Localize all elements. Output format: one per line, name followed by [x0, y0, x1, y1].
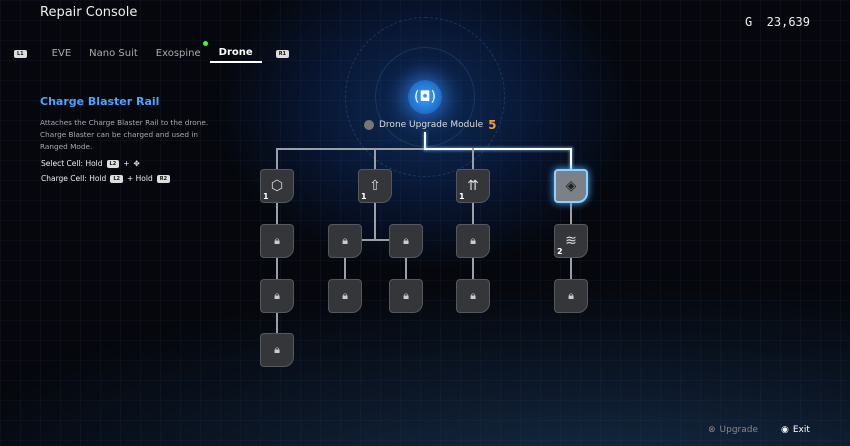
- control-label: Charge Cell: Hold: [41, 174, 107, 183]
- plus-label: +: [123, 159, 130, 168]
- upgrade-node-hex-key[interactable]: ⬡1: [260, 169, 294, 203]
- dpad-icon: ✥: [133, 159, 140, 168]
- new-indicator: [202, 41, 208, 46]
- upgrade-node-locked[interactable]: 🔒︎: [456, 224, 490, 258]
- cross-button-icon: ⊗: [708, 425, 716, 435]
- decor-ring: [345, 17, 505, 177]
- tab-nano-suit[interactable]: Nano Suit: [89, 48, 138, 59]
- tab-eve[interactable]: EVE: [51, 48, 72, 59]
- upgrade-node-locked[interactable]: 🔒︎: [554, 279, 588, 313]
- multi-missile-icon: ⇈: [467, 178, 479, 194]
- connector: [424, 148, 572, 150]
- currency-value: 23,639: [766, 15, 810, 29]
- connector: [570, 148, 572, 170]
- node-level: 2: [557, 247, 563, 256]
- lock-icon: 🔒︎: [274, 234, 280, 247]
- exit-button[interactable]: ◉Exit: [781, 425, 810, 435]
- detail-description: Attaches the Charge Blaster Rail to the …: [40, 118, 209, 151]
- tab-label: Exospine: [155, 48, 201, 59]
- node-level: 1: [459, 192, 465, 201]
- lock-icon: 🔒︎: [342, 234, 348, 247]
- lock-icon: 🔒︎: [403, 289, 409, 302]
- connector: [345, 239, 407, 241]
- lock-icon: 🔒︎: [274, 343, 280, 356]
- module-count: 5: [488, 118, 497, 132]
- upgrade-button[interactable]: ⊗Upgrade: [708, 425, 758, 435]
- upgrade-node-locked[interactable]: 🔒︎: [456, 279, 490, 313]
- lock-icon: 🔒︎: [403, 234, 409, 247]
- upgrade-label: Upgrade: [719, 425, 759, 435]
- module-token-icon: [364, 120, 374, 130]
- upgrade-node-locked[interactable]: 🔒︎: [260, 279, 294, 313]
- connector: [424, 132, 426, 150]
- node-level: 1: [263, 192, 269, 201]
- drone-module-icon: (◘): [408, 80, 442, 114]
- page-title: Repair Console: [40, 5, 138, 20]
- tab-exospine[interactable]: Exospine: [147, 41, 210, 62]
- lock-icon: 🔒︎: [470, 234, 476, 247]
- currency-symbol: G: [744, 15, 753, 29]
- upgrade-node-blaster[interactable]: ≋2: [554, 224, 588, 258]
- hex-key-icon: ⬡: [270, 178, 284, 194]
- connector: [472, 148, 474, 296]
- exit-label: Exit: [792, 425, 810, 435]
- hold-label: + Hold: [126, 174, 153, 183]
- r1-hint[interactable]: R1: [275, 49, 290, 58]
- blaster-icon: ≋: [565, 233, 577, 249]
- upgrade-node-charge-rail-selected[interactable]: ◈: [554, 169, 588, 203]
- tab-drone[interactable]: Drone: [209, 44, 262, 63]
- missile-icon: ⇧: [369, 178, 381, 194]
- lock-icon: 🔒︎: [274, 289, 280, 302]
- r2-hint: R2: [156, 174, 171, 183]
- upgrade-node-locked[interactable]: 🔒︎: [389, 279, 423, 313]
- connector: [344, 239, 346, 297]
- module-label: Drone Upgrade Module 5: [364, 118, 496, 132]
- l2-hint: L2: [106, 159, 120, 168]
- circle-button-icon: ◉: [781, 425, 789, 435]
- node-level: 1: [361, 192, 367, 201]
- lock-icon: 🔒︎: [342, 289, 348, 302]
- upgrade-node-missile[interactable]: ⇧1: [358, 169, 392, 203]
- charge-rail-icon: ◈: [565, 178, 577, 194]
- control-label: Select Cell: Hold: [41, 159, 103, 168]
- upgrade-node-locked[interactable]: 🔒︎: [260, 333, 294, 367]
- upgrade-node-locked[interactable]: 🔒︎: [389, 224, 423, 258]
- l1-hint[interactable]: L1: [14, 49, 27, 58]
- tab-bar: L1 EVE Nano Suit Exospine Drone R1: [14, 41, 290, 63]
- connector: [405, 239, 407, 297]
- module-name: Drone Upgrade Module: [379, 120, 484, 130]
- lock-icon: 🔒︎: [568, 289, 574, 302]
- upgrade-node-locked[interactable]: 🔒︎: [260, 224, 294, 258]
- currency-display: G 23,639: [745, 15, 810, 29]
- upgrade-node-locked[interactable]: 🔒︎: [328, 279, 362, 313]
- detail-title: Charge Blaster Rail: [40, 95, 160, 108]
- lock-icon: 🔒︎: [470, 289, 476, 302]
- upgrade-node-locked[interactable]: 🔒︎: [328, 224, 362, 258]
- l2-hint: L2: [110, 174, 123, 183]
- upgrade-node-multi-missile[interactable]: ⇈1: [456, 169, 490, 203]
- connector: [277, 148, 425, 150]
